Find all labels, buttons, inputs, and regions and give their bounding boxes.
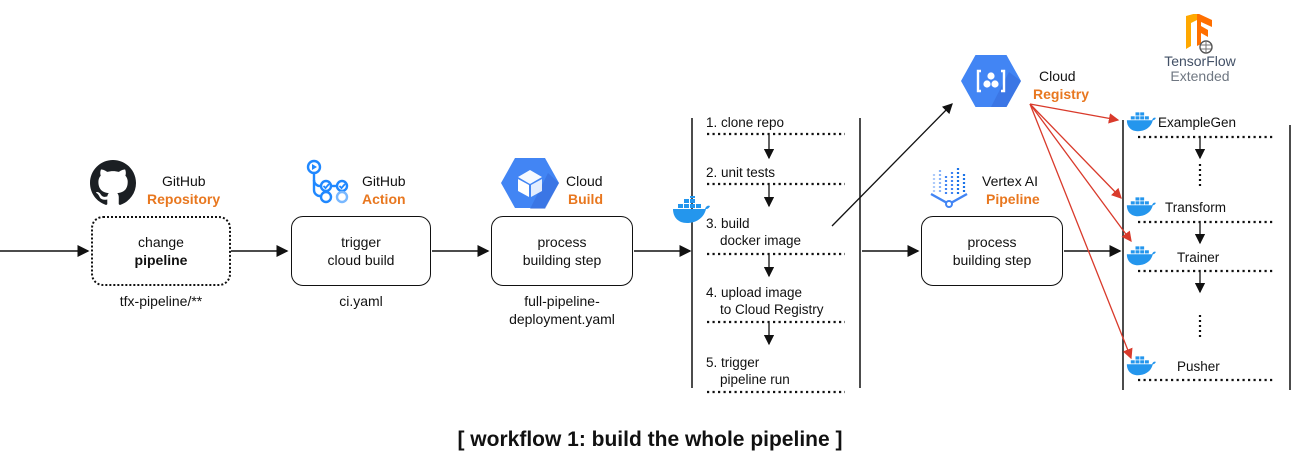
docker-icon (1126, 246, 1156, 266)
cloud-registry-icon (961, 55, 1021, 107)
cloud-build-icon (501, 158, 559, 209)
process-building-step-node[interactable]: process building step (491, 216, 633, 286)
tensorflow-icon (1186, 14, 1213, 54)
github-repo-label: GitHub Repository (147, 173, 221, 207)
diagram-title: [ workflow 1: build the whole pipeline ] (457, 428, 843, 451)
cloud-registry-label: Cloud Registry (1033, 68, 1090, 102)
build-step: 4. upload image to Cloud Registry (706, 285, 824, 317)
build-step: 2. unit tests (706, 165, 776, 180)
step-dividers (707, 132, 845, 394)
tfx-dividers (1138, 135, 1275, 382)
trigger-cloud-build-node[interactable]: trigger cloud build (291, 216, 431, 286)
docker-icon (1126, 197, 1156, 217)
tfx-component-pusher: Pusher (1177, 359, 1220, 374)
vertex-ai-label: Vertex AI Pipeline (982, 173, 1040, 207)
docker-icon (673, 196, 710, 223)
deployment-yaml-caption: full-pipeline- deployment.yaml (509, 293, 615, 327)
github-icon (90, 160, 136, 205)
vertex-process-building-step-node[interactable]: process building step (921, 216, 1063, 286)
docker-icon (1126, 356, 1156, 376)
cloud-build-label: Cloud Build (566, 173, 603, 207)
tfx-logo-text: TensorFlow Extended (1164, 53, 1236, 84)
vertex-ai-icon (930, 168, 968, 208)
build-step: 3. build docker image (706, 216, 802, 248)
arrow-build-to-registry (831, 103, 953, 227)
build-step: 5. trigger pipeline run (706, 355, 790, 387)
registry-image-arrows (1029, 103, 1133, 360)
ci-yaml-caption: ci.yaml (339, 293, 383, 309)
tfx-component-examplegen: ExampleGen (1158, 115, 1237, 130)
github-action-label: GitHub Action (362, 173, 406, 207)
build-step: 1. clone repo (706, 115, 785, 130)
github-actions-icon (306, 159, 349, 204)
repo-path-caption: tfx-pipeline/** (119, 293, 203, 309)
docker-icon (1126, 112, 1156, 132)
tfx-component-transform: Transform (1165, 200, 1227, 215)
tfx-component-trainer: Trainer (1177, 250, 1220, 265)
change-pipeline-node[interactable]: change pipeline (91, 216, 231, 286)
